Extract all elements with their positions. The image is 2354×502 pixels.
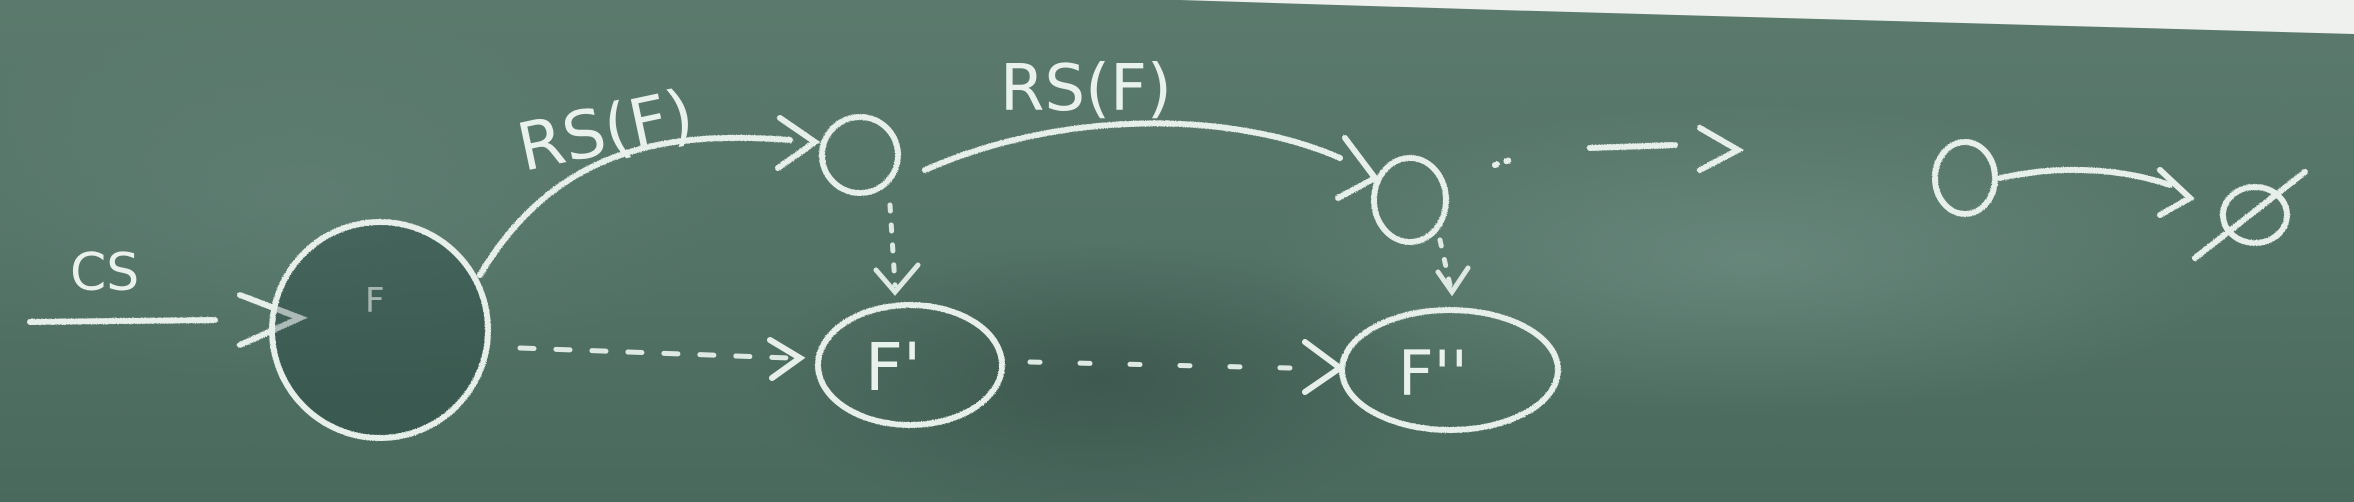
- dotted-arrow-down-2: [1437, 237, 1453, 288]
- arrowhead-f-to-fprime: [767, 337, 806, 381]
- dotted-edge-fprime-to-fdoubleprime: [1027, 359, 1293, 371]
- top-node-1: [819, 114, 901, 196]
- node-f-prime: [815, 302, 1005, 428]
- top-node-2: [1371, 155, 1449, 245]
- start-node: [269, 219, 491, 441]
- edge-to-empty-set: [1997, 166, 2196, 218]
- ceiling-strip: [1180, 0, 2354, 34]
- arrowhead-fprime-to-fdoubleprime: [1302, 339, 1346, 395]
- node-f-double-prime-label: F'': [1398, 337, 1468, 410]
- dotted-arrow-down-1: [887, 202, 898, 288]
- start-node-label: F: [365, 281, 385, 321]
- continuation-arrow: [1492, 125, 1745, 173]
- edge-top-1: [477, 115, 821, 278]
- edge-top-2: [922, 120, 1380, 201]
- empty-set-symbol: [2192, 169, 2308, 261]
- empty-set-text: ∅: [2300, 149, 2301, 151]
- edge-top-2-label: RS(F): [1000, 52, 1172, 126]
- node-f-prime-label: F': [865, 329, 921, 406]
- edge-top-1-label: RS(F): [511, 75, 700, 187]
- input-label: CS: [70, 243, 139, 303]
- node-f-double-prime: [1339, 307, 1561, 433]
- dotted-edge-f-to-fprime: [517, 345, 793, 361]
- arrowhead-down-2: [1435, 265, 1471, 297]
- arrowhead-down-1: [873, 262, 921, 296]
- right-node: [1932, 139, 1998, 217]
